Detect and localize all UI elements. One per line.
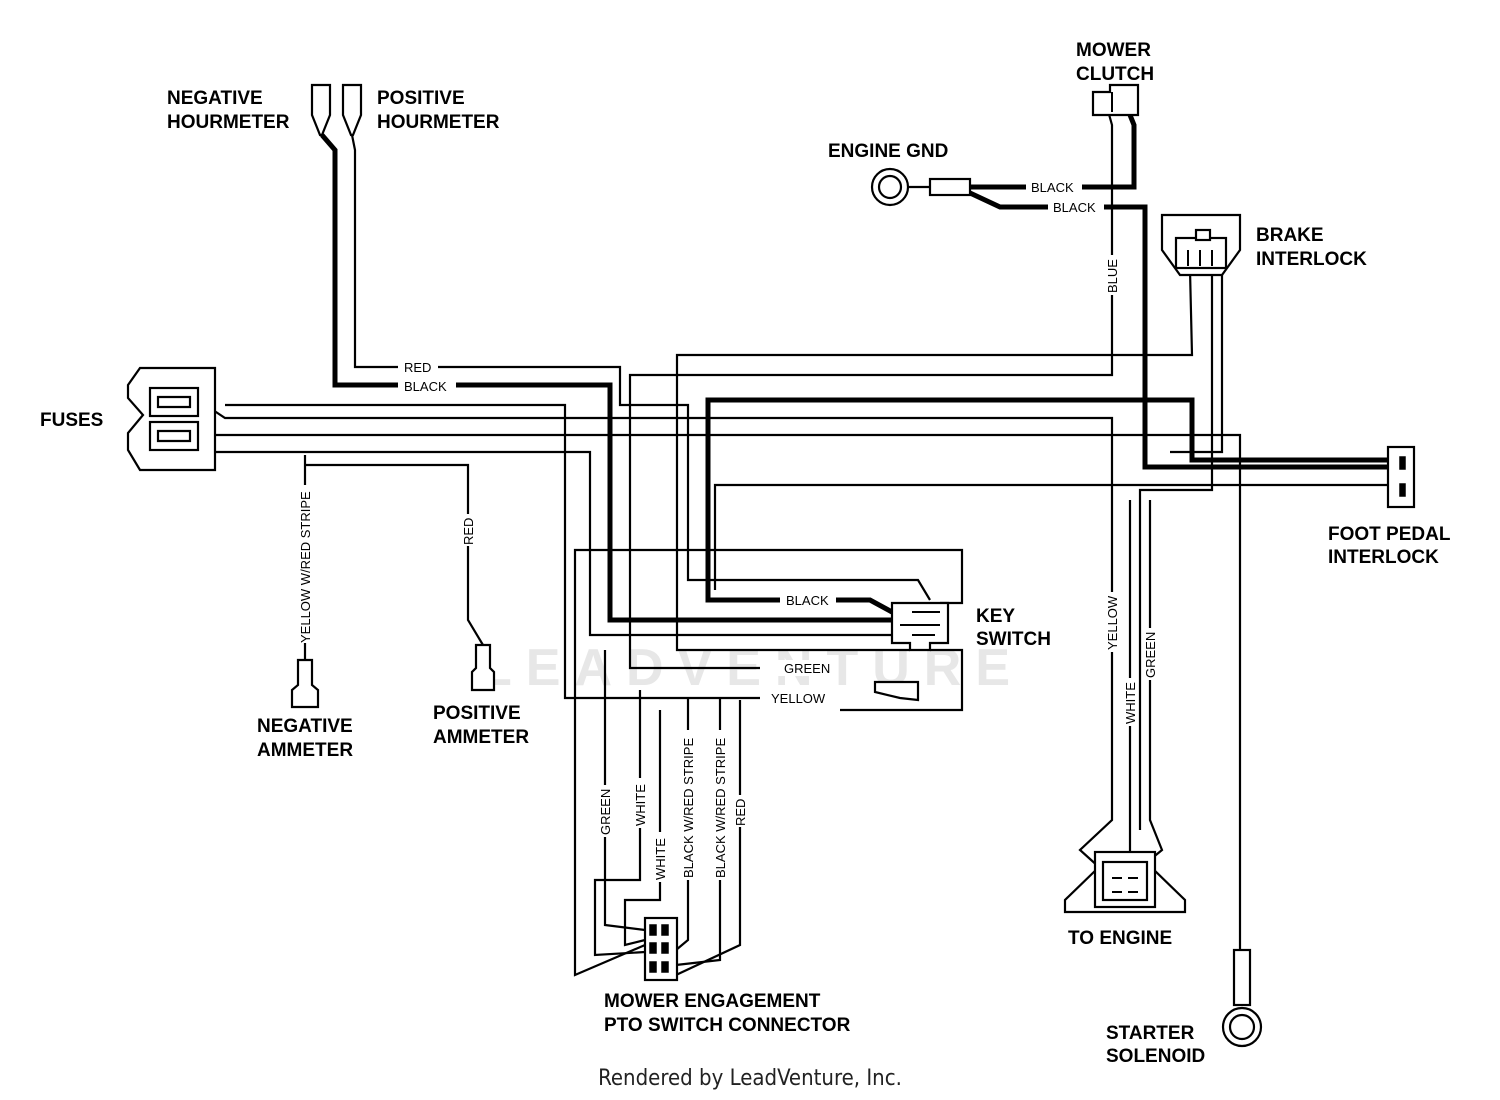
- brake-interlock-switch: [1160, 213, 1242, 277]
- wire-label-black-hourmeter: BLACK: [404, 379, 447, 394]
- label-mower-engagement: MOWER ENGAGEMENT PTO SWITCH CONNECTOR: [604, 991, 851, 1036]
- label-engine-gnd: ENGINE GND: [828, 141, 948, 162]
- wire-label-yellow-engine: YELLOW: [1105, 595, 1120, 650]
- wire-label-green-engine: GREEN: [1143, 632, 1158, 678]
- negative-hourmeter-terminal: [310, 83, 332, 137]
- negative-ammeter-terminal: [290, 658, 320, 709]
- positive-ammeter-terminal: [470, 643, 496, 692]
- wire-label-red-pto: RED: [733, 799, 748, 826]
- yellow-wire-terminal: [873, 680, 920, 702]
- engine-gnd-ring-terminal: [870, 167, 972, 207]
- label-key-switch: KEY SWITCH: [976, 606, 1051, 650]
- wire-label-red-hourmeter: RED: [404, 360, 431, 375]
- wire-red-ammeter: [305, 463, 484, 646]
- label-brake-interlock: BRAKE INTERLOCK: [1256, 225, 1367, 270]
- wire-label-white-pto-2: WHITE: [653, 838, 668, 880]
- component-labels: NEGATIVE HOURMETER POSITIVE HOURMETER MO…: [40, 40, 1455, 1067]
- wire-blue-clutch: [628, 99, 1114, 670]
- wire-label-white-pto-1: WHITE: [633, 784, 648, 826]
- wire-label-white-engine: WHITE: [1123, 682, 1138, 724]
- foot-pedal-interlock-switch: [1386, 445, 1416, 509]
- wire-fuse-top-a: [197, 399, 1114, 575]
- label-starter-solenoid: STARTER SOLENOID: [1106, 1023, 1205, 1067]
- wire-labels: RED BLACK BLACK BLACK BLUE YELLOW W/RED …: [297, 179, 1158, 882]
- label-fuses: FUSES: [40, 410, 103, 431]
- wire-black-engine-gnd: [968, 190, 1390, 470]
- wire-label-yellow-red-stripe-ammeter: YELLOW W/RED STRIPE: [298, 491, 313, 643]
- fuse-block: [126, 366, 217, 472]
- wire-label-red-ammeter: RED: [461, 518, 476, 545]
- wire-red-pto: [675, 700, 742, 976]
- wire-key-loop: [573, 548, 964, 977]
- label-negative-hourmeter: NEGATIVE HOURMETER: [167, 88, 290, 133]
- wire-foot-pedal-b: [713, 483, 1390, 590]
- label-negative-ammeter: NEGATIVE AMMETER: [257, 716, 358, 761]
- mower-clutch-connector: [1091, 83, 1140, 117]
- wire-black-hourmeter: [320, 133, 892, 623]
- wire-brake-c: [1170, 270, 1224, 454]
- to-engine-connector: [1063, 850, 1187, 914]
- wire-brake-a: [675, 269, 1194, 652]
- wire-key-right: [840, 648, 964, 712]
- wire-fuse-top-b: [225, 403, 760, 700]
- wire-label-black-red-stripe-1: BLACK W/RED STRIPE: [681, 738, 696, 878]
- wire-yellow-engine: [1078, 575, 1114, 869]
- wire-label-black-engine-gnd: BLACK: [1053, 200, 1096, 215]
- positive-hourmeter-terminal: [341, 83, 363, 137]
- label-foot-pedal-interlock: FOOT PEDAL INTERLOCK: [1328, 524, 1455, 568]
- label-positive-ammeter: POSITIVE AMMETER: [433, 703, 529, 748]
- key-switch: [890, 601, 950, 652]
- label-to-engine: TO ENGINE: [1068, 928, 1172, 949]
- wire-black-key: [705, 397, 1390, 615]
- wire-label-green-key: GREEN: [784, 661, 830, 676]
- wire-label-blue-clutch: BLUE: [1105, 259, 1120, 293]
- pto-switch-connector: [643, 916, 679, 982]
- wire-label-black-red-stripe-2: BLACK W/RED STRIPE: [713, 738, 728, 878]
- wire-label-yellow-key: YELLOW: [771, 691, 826, 706]
- wire-fuse-bottom-a: [198, 433, 1242, 950]
- wire-red-hourmeter: [350, 134, 931, 601]
- wire-label-green-pto: GREEN: [598, 789, 613, 835]
- wire-label-black-clutch: BLACK: [1031, 180, 1074, 195]
- label-mower-clutch: MOWER CLUTCH: [1076, 40, 1156, 85]
- wire-green-engine: [1139, 500, 1164, 869]
- starter-solenoid-ring-terminal: [1221, 948, 1263, 1048]
- footer-credit: Rendered by LeadVenture, Inc.: [598, 1066, 902, 1091]
- label-positive-hourmeter: POSITIVE HOURMETER: [377, 88, 500, 133]
- wire-brake-b: [1138, 270, 1214, 830]
- wire-label-black-key: BLACK: [786, 593, 829, 608]
- wire-green-pto: [603, 650, 646, 932]
